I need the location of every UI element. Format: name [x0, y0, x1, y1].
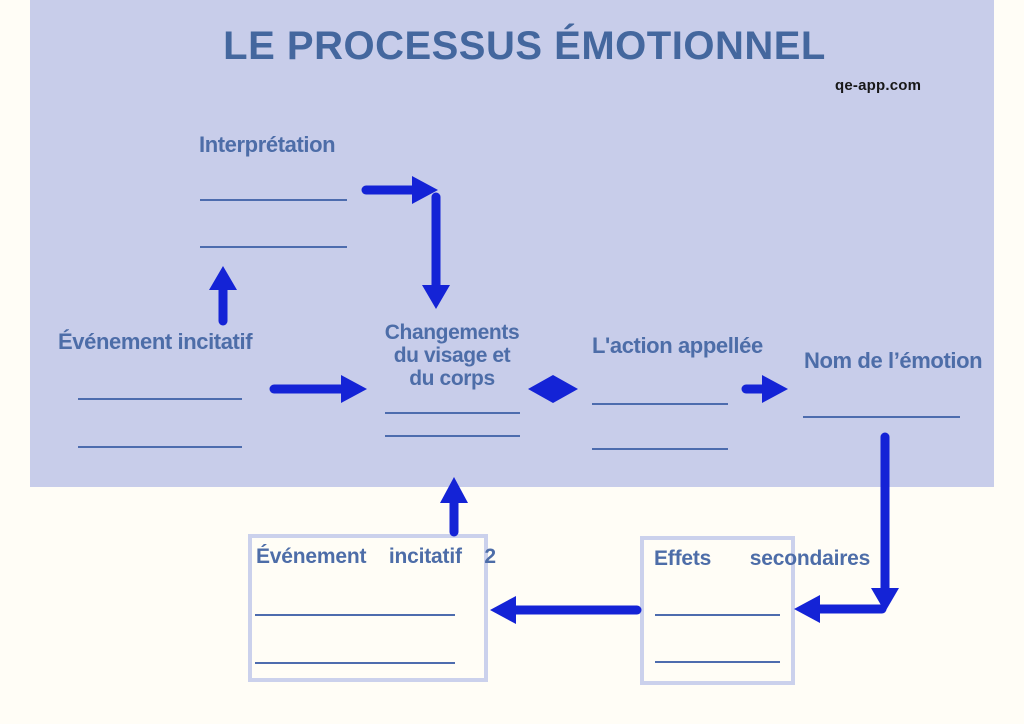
blank-line-called-action-2	[592, 448, 728, 450]
blank-line-inciting-event-2-box-2	[255, 662, 455, 664]
node-label-interpretation: Interprétation	[199, 132, 336, 157]
blank-line-emotion-name-1	[803, 416, 960, 418]
box-title-secondary-effects: Effets secondaires	[654, 547, 871, 570]
node-label-called-action: L'action appellée	[592, 333, 763, 358]
body-changes-line-2: du visage et	[393, 344, 511, 367]
blank-line-interpretation-1	[200, 199, 347, 201]
node-label-inciting-event: Événement incitatif	[58, 329, 253, 354]
page-title: LE PROCESSUS ÉMOTIONNEL	[223, 24, 826, 68]
blank-line-inciting-event-2	[78, 446, 242, 448]
watermark: qe-app.com	[835, 77, 922, 94]
blank-line-body-changes-1	[385, 412, 520, 414]
box-secondary-effects	[640, 536, 795, 685]
box-title-inciting-event-2: Événement incitatif 2	[256, 545, 496, 568]
box-inciting-event-2	[248, 534, 488, 682]
body-changes-line-3: du corps	[409, 367, 495, 390]
blank-line-body-changes-2	[385, 435, 520, 437]
blue-panel	[30, 0, 994, 487]
node-label-emotion-name: Nom de l’émotion	[804, 348, 983, 373]
blank-line-interpretation-2	[200, 246, 347, 248]
blank-line-secondary-effects-2	[655, 661, 780, 663]
arrow-secondary-effects-to-inciting-event-2-icon	[490, 596, 642, 624]
body-changes-line-1: Changements	[384, 321, 520, 344]
blank-line-inciting-event-1	[78, 398, 242, 400]
blank-line-inciting-event-2-box-1	[255, 614, 455, 616]
blank-line-secondary-effects-1	[655, 614, 780, 616]
node-label-body-changes: Changements du visage et du corps	[372, 321, 532, 390]
blank-line-called-action-1	[592, 403, 728, 405]
